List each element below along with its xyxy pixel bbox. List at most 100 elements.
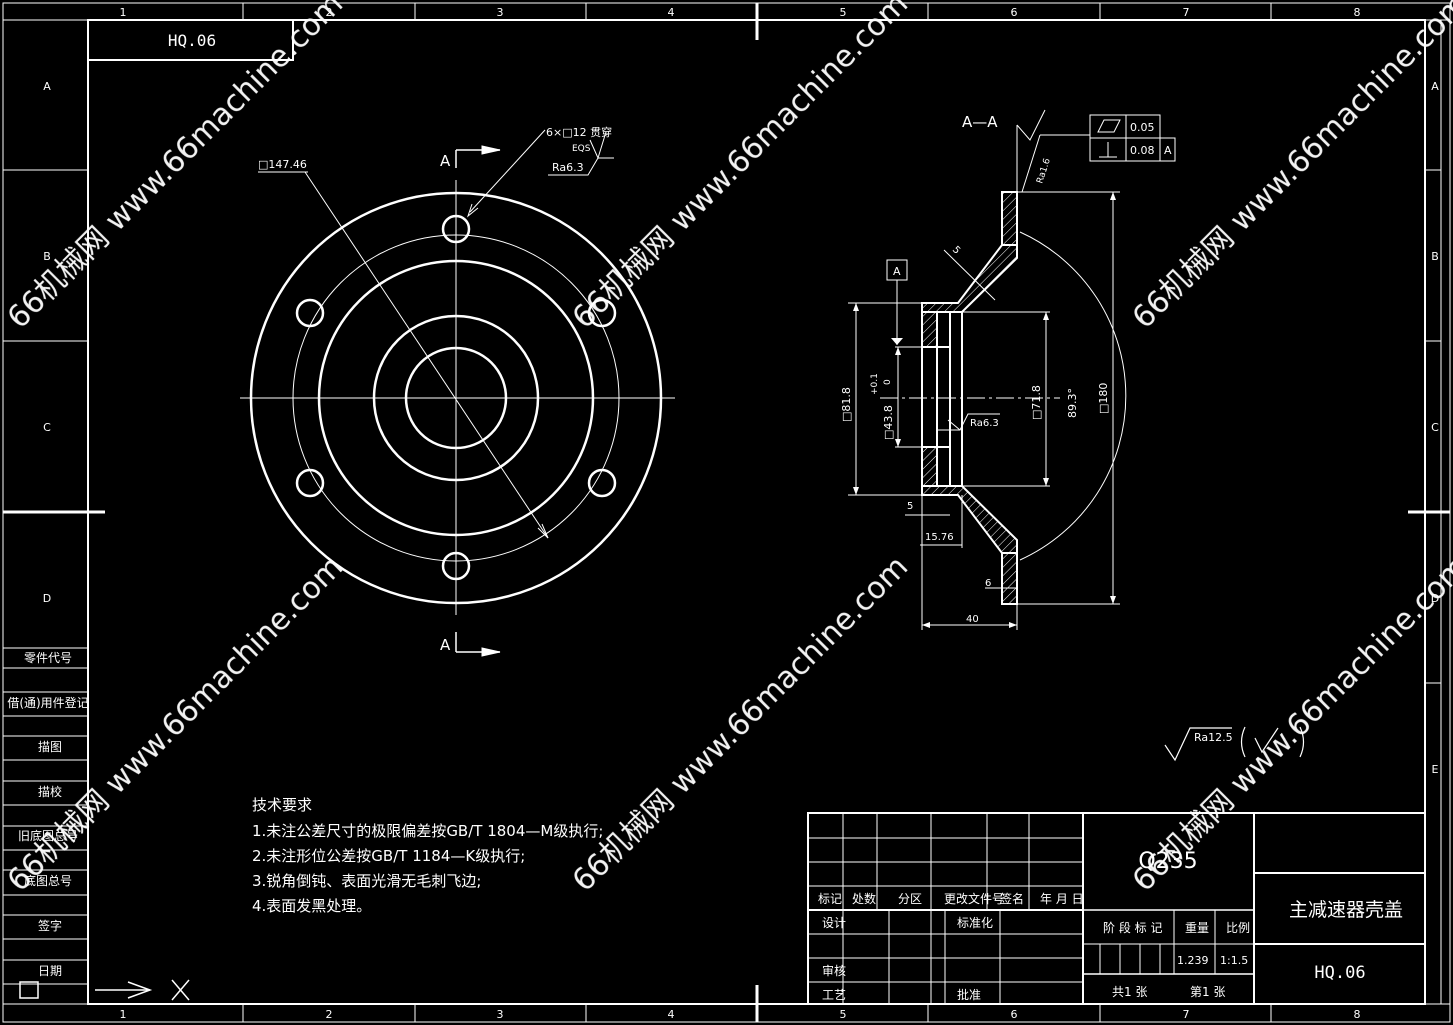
col-label: 3 bbox=[497, 1008, 504, 1021]
scale-label: 比例 bbox=[1226, 921, 1250, 935]
role-label: 工艺 bbox=[822, 988, 846, 1002]
tech-req-line: 3.锐角倒钝、表面光滑无毛刺飞边; bbox=[252, 872, 481, 890]
dim-d81: □81.8 bbox=[840, 387, 853, 422]
watermark: 66机械网 www.66machine.com bbox=[566, 0, 915, 336]
bolt-hole bbox=[441, 551, 471, 581]
col-label: 2 bbox=[326, 6, 333, 19]
row-label: A bbox=[1431, 80, 1439, 93]
rev-header: 签名 bbox=[1000, 891, 1024, 906]
stage-label: 阶 段 标 记 bbox=[1103, 920, 1162, 935]
gdt-datum: A bbox=[1164, 144, 1172, 157]
role-label: 批准 bbox=[957, 987, 981, 1002]
drawing-number: HQ.06 bbox=[1314, 963, 1365, 983]
watermark: 66机械网 www.66machine.com bbox=[566, 549, 915, 898]
title-block bbox=[807, 812, 1426, 1005]
tech-req-title: 技术要求 bbox=[252, 796, 312, 814]
rev-header: 年 月 日 bbox=[1040, 892, 1084, 906]
watermark: 66机械网 www.66machine.com bbox=[1126, 549, 1453, 898]
gdt-value: 0.05 bbox=[1130, 121, 1155, 134]
role-label: 设计 bbox=[822, 916, 846, 930]
rev-header: 分区 bbox=[898, 892, 922, 906]
scale-value: 1:1.5 bbox=[1220, 954, 1248, 967]
dim-d71: □71.8 bbox=[1030, 385, 1043, 420]
bolt-hole bbox=[295, 298, 325, 328]
row-label: E bbox=[1432, 763, 1439, 776]
general-roughness bbox=[1164, 726, 1305, 762]
rev-header: 标记 bbox=[818, 892, 842, 906]
col-label: 7 bbox=[1183, 1008, 1190, 1021]
col-label: 6 bbox=[1011, 6, 1018, 19]
ra-inner: Ra6.3 bbox=[970, 418, 999, 429]
dim-w1576: 15.76 bbox=[925, 532, 954, 543]
section-mark: A bbox=[440, 636, 451, 654]
sheets-total: 共1 张 bbox=[1112, 985, 1147, 999]
dim-tol-lo: 0 bbox=[883, 379, 893, 385]
orientation-square bbox=[19, 981, 39, 999]
material: Q235 bbox=[1138, 849, 1197, 874]
watermark: 66机械网 www.66machine.com bbox=[1126, 0, 1453, 336]
rev-header: 处数 bbox=[852, 891, 876, 906]
code-box-text: HQ.06 bbox=[168, 31, 216, 50]
weight-label: 重量 bbox=[1185, 921, 1209, 935]
dim-tol-up: +0.1 bbox=[870, 373, 880, 395]
strip-label: 描图 bbox=[38, 740, 62, 754]
col-label: 5 bbox=[840, 1008, 847, 1021]
row-label: C bbox=[43, 421, 51, 434]
col-label: 4 bbox=[668, 6, 675, 19]
dim-len40: 40 bbox=[966, 614, 979, 625]
strip-label: 描校 bbox=[38, 784, 62, 799]
part-name: 主减速器壳盖 bbox=[1289, 899, 1403, 921]
watermarks: 66机械网 www.66machine.com 66机械网 www.66mach… bbox=[1, 0, 1453, 899]
bolt-hole bbox=[587, 298, 617, 328]
general-roughness-text: Ra12.5 bbox=[1194, 731, 1233, 744]
dim-d43: □43.8 bbox=[882, 405, 895, 440]
ra-face: Ra1.6 bbox=[1035, 157, 1053, 185]
section-mark: A bbox=[440, 152, 451, 170]
row-label: D bbox=[43, 592, 51, 605]
code-box: HQ.06 bbox=[87, 19, 294, 61]
col-label: 1 bbox=[120, 1008, 127, 1021]
col-label: 1 bbox=[120, 6, 127, 19]
strip-label: 零件代号 bbox=[24, 651, 72, 665]
strip-label: 旧底图总号 bbox=[18, 828, 78, 843]
tech-req-line: 4.表面发黑处理。 bbox=[252, 897, 371, 915]
weight-value: 1.239 bbox=[1177, 954, 1209, 967]
tech-req-line: 1.未注公差尺寸的极限偏差按GB/T 1804—M级执行; bbox=[252, 822, 603, 840]
sheet-number: 第1 张 bbox=[1190, 985, 1225, 999]
strip-label: 底图总号 bbox=[24, 873, 72, 888]
left-strip bbox=[3, 647, 88, 985]
row-label: B bbox=[43, 250, 51, 263]
dim-d180: □180 bbox=[1097, 383, 1110, 414]
row-label: A bbox=[43, 80, 51, 93]
strip-label: 签字 bbox=[38, 918, 62, 933]
col-label: 8 bbox=[1354, 1008, 1361, 1021]
dim-hole-eqs: EQS bbox=[572, 144, 591, 154]
dim-angle: 89.3° bbox=[1066, 388, 1079, 418]
section-view bbox=[848, 109, 1176, 630]
row-label: D bbox=[1431, 592, 1439, 605]
row-label: C bbox=[1431, 421, 1439, 434]
parallelism-icon bbox=[1097, 119, 1121, 133]
gdt-value: 0.08 bbox=[1130, 144, 1155, 157]
strip-label: 日期 bbox=[38, 964, 62, 978]
col-label: 7 bbox=[1183, 6, 1190, 19]
row-label: B bbox=[1431, 250, 1439, 263]
orientation-arrow bbox=[95, 979, 190, 1001]
strip-label: 借(通)用件登记 bbox=[7, 695, 88, 710]
dim-w5: 5 bbox=[907, 501, 913, 512]
bolt-hole bbox=[441, 214, 471, 244]
rev-header: 更改文件号 bbox=[944, 891, 1004, 906]
bolt-hole bbox=[587, 468, 617, 498]
gdt-frame bbox=[1089, 114, 1176, 162]
front-view bbox=[240, 129, 675, 657]
col-label: 5 bbox=[840, 6, 847, 19]
dim-pcd: □147.46 bbox=[258, 158, 307, 171]
col-label: 4 bbox=[668, 1008, 675, 1021]
dim-ch5: 5 bbox=[950, 244, 962, 256]
role-label: 审核 bbox=[822, 963, 846, 978]
role-label: 标准化 bbox=[957, 916, 993, 930]
dim-t6: 6 bbox=[985, 578, 991, 589]
tech-req-line: 2.未注形位公差按GB/T 1184—K级执行; bbox=[252, 847, 525, 865]
col-label: 8 bbox=[1354, 6, 1361, 19]
